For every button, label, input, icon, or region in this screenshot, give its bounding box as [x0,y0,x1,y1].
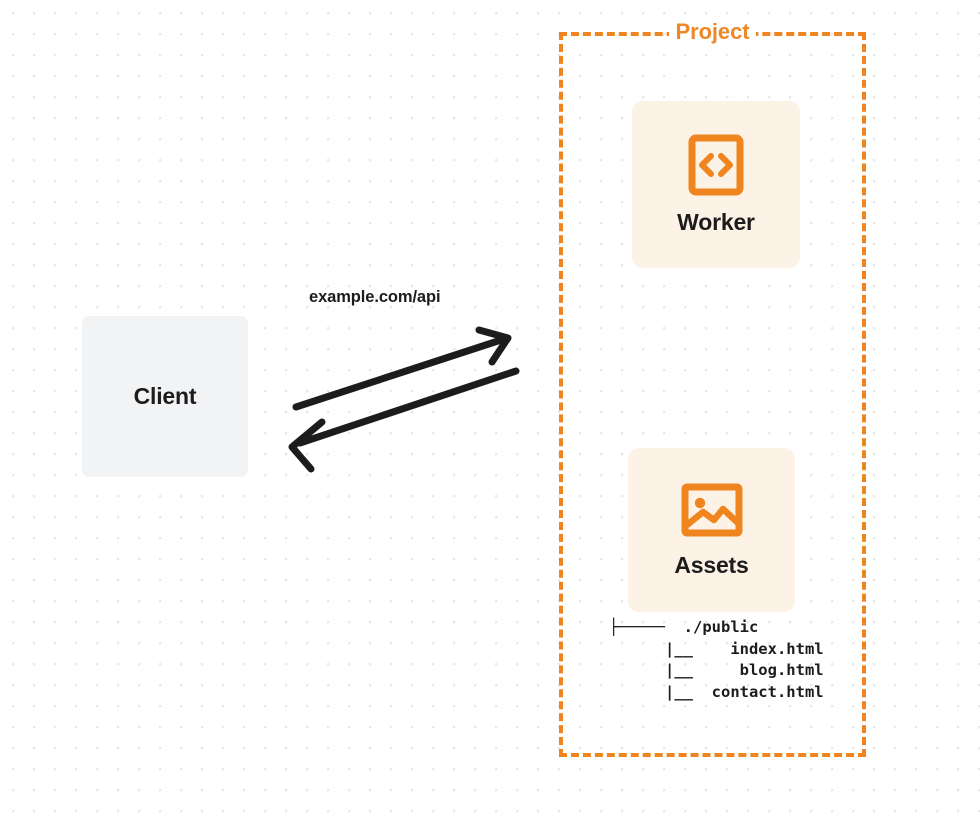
image-icon [681,482,743,538]
client-label: Client [133,383,197,409]
assets-file-tree: ├───── ./public |__ index.html |__ blog.… [609,617,824,703]
request-arrow [292,326,512,411]
file-tree-line: |__ index.html [609,639,824,658]
worker-node: Worker [632,101,800,268]
code-icon [687,134,745,196]
assets-label: Assets [674,551,749,578]
file-tree-line: |__ contact.html [609,682,824,701]
response-arrow [288,367,520,473]
file-tree-line: |__ blog.html [609,661,824,679]
project-group-title: Project [559,17,866,47]
file-tree-line: ├───── ./public [609,618,759,636]
assets-node: Assets [628,448,795,612]
project-group-title-text: Project [668,19,757,44]
connection-label: example.com/api [309,288,441,306]
worker-label: Worker [677,208,755,235]
client-node: Client [82,316,248,477]
